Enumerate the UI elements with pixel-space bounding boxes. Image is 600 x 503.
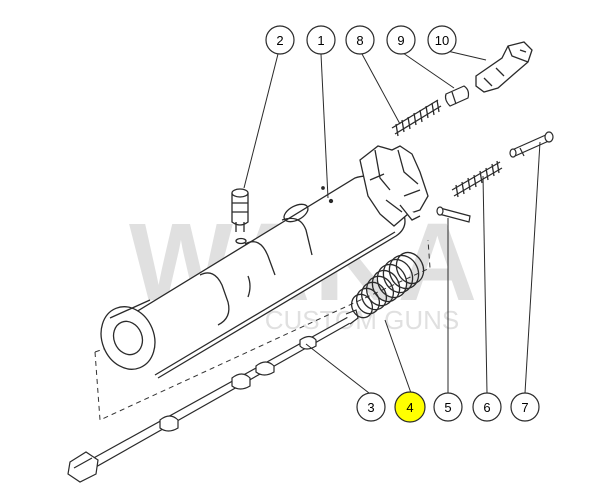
watermark-subtitle: CUSTOM GUNS — [265, 305, 460, 335]
callout-8-label: 8 — [356, 33, 363, 48]
callout-5-label: 5 — [444, 400, 451, 415]
callout-10[interactable]: 10 — [427, 25, 457, 55]
part-7-extractor-pin — [509, 131, 554, 158]
callout-6-label: 6 — [483, 400, 490, 415]
part-4-spring — [350, 251, 425, 319]
part-2-cam-pin — [231, 188, 249, 245]
callout-4-highlighted[interactable]: 4 — [394, 391, 426, 423]
part-1-bolt-carrier — [100, 175, 406, 379]
part-8-spring — [391, 99, 442, 137]
callout-9-label: 9 — [397, 33, 404, 48]
part-10-extractor — [475, 41, 533, 93]
part-5-pin — [436, 206, 471, 223]
callout-6[interactable]: 6 — [472, 392, 502, 422]
callout-2-label: 2 — [276, 33, 283, 48]
leader-lines — [243, 49, 541, 394]
callout-1[interactable]: 1 — [306, 25, 336, 55]
callout-5[interactable]: 5 — [433, 392, 463, 422]
callout-3-label: 3 — [367, 400, 374, 415]
part-9-plunger — [444, 85, 470, 107]
callout-7-label: 7 — [521, 400, 528, 415]
callout-10-label: 10 — [435, 33, 449, 48]
callout-4-label: 4 — [406, 400, 413, 415]
part-1-bolt-head — [359, 145, 429, 227]
callout-9[interactable]: 9 — [386, 25, 416, 55]
callout-7[interactable]: 7 — [510, 392, 540, 422]
callout-8[interactable]: 8 — [345, 25, 375, 55]
part-6-spring — [451, 160, 503, 198]
callout-3[interactable]: 3 — [356, 392, 386, 422]
callout-1-label: 1 — [317, 33, 324, 48]
callout-2[interactable]: 2 — [265, 25, 295, 55]
